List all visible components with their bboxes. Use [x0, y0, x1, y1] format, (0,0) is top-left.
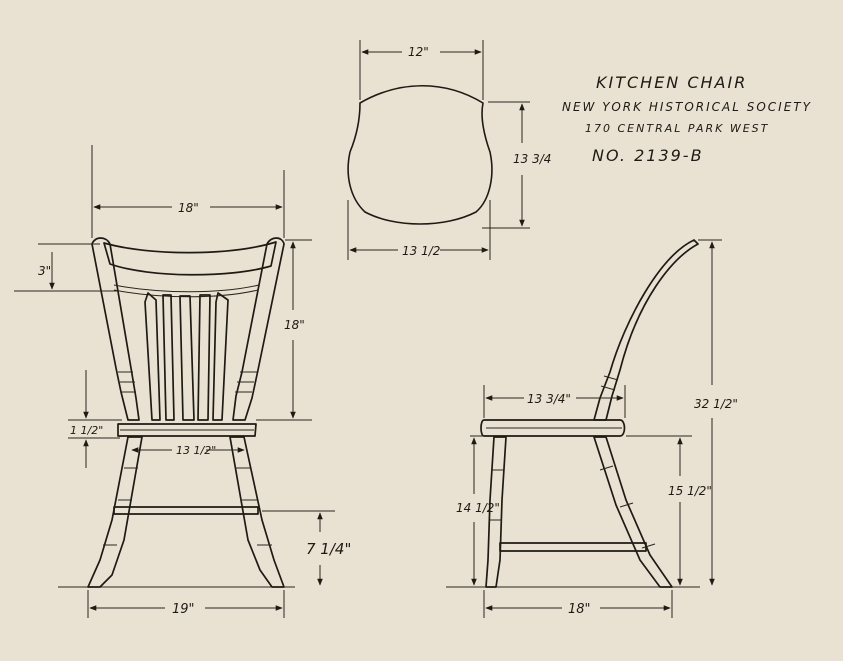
front-seat-width-dim: 13 1/2": [176, 444, 216, 457]
seat-plan-depth-dim: 13 3/4: [513, 152, 551, 166]
front-stretcher: [113, 506, 259, 515]
front-spindle-4: [197, 294, 211, 421]
front-top-width-dim: 18": [178, 201, 199, 215]
front-spindle-1: [144, 292, 161, 421]
title-block: KITCHEN CHAIR NEW YORK HISTORICAL SOCIET…: [562, 73, 812, 165]
front-view: 18" 3" 18" 1 1/2" 13 1/2" 7 1/4" 19": [14, 145, 351, 618]
front-right-post: [232, 237, 285, 421]
drawing-number: NO. 2139-B: [592, 146, 704, 165]
side-stretcher: [499, 542, 647, 552]
front-back-height-dim: 18": [284, 318, 305, 332]
side-back-leg: [593, 436, 673, 588]
owner-label: NEW YORK HISTORICAL SOCIETY: [562, 100, 812, 114]
front-spindle-5: [212, 292, 229, 421]
front-spindle-2: [162, 294, 175, 421]
front-stretcher-height-dim: 7 1/4": [306, 540, 351, 558]
address-label: 170 CENTRAL PARK WEST: [585, 122, 769, 135]
front-spindle-3: [179, 295, 195, 421]
front-crest-rail: [103, 241, 277, 276]
drawing-title: KITCHEN CHAIR: [596, 73, 747, 92]
side-base-depth-dim: 18": [568, 602, 591, 617]
front-left-post: [91, 237, 140, 421]
side-back-post: [593, 239, 699, 421]
side-front-leg: [485, 436, 507, 588]
front-seat-thickness-dim: 1 1/2": [70, 424, 103, 437]
front-base-width-dim: 19": [172, 602, 195, 617]
seat-plan-width-top-dim: 12": [408, 45, 429, 59]
front-seat: [117, 423, 257, 437]
seat-plan-width-bottom-dim: 13 1/2: [402, 244, 440, 258]
side-seat-height-dim: 15 1/2": [668, 484, 712, 498]
seat-plan-view: 12" 13 3/4 13 1/2: [347, 40, 551, 260]
side-view: 13 3/4" 32 1/2" 14 1/2" 15 1/2" 18": [446, 239, 738, 618]
side-overall-height-dim: 32 1/2": [694, 397, 738, 411]
front-crest-height-dim: 3": [38, 264, 51, 278]
side-front-leg-height-dim: 14 1/2": [456, 501, 500, 515]
front-right-leg: [229, 436, 285, 588]
side-seat-depth-dim: 13 3/4": [527, 392, 571, 406]
side-seat: [480, 419, 626, 437]
front-left-leg: [87, 436, 143, 588]
seat-plan-outline: [347, 84, 493, 225]
